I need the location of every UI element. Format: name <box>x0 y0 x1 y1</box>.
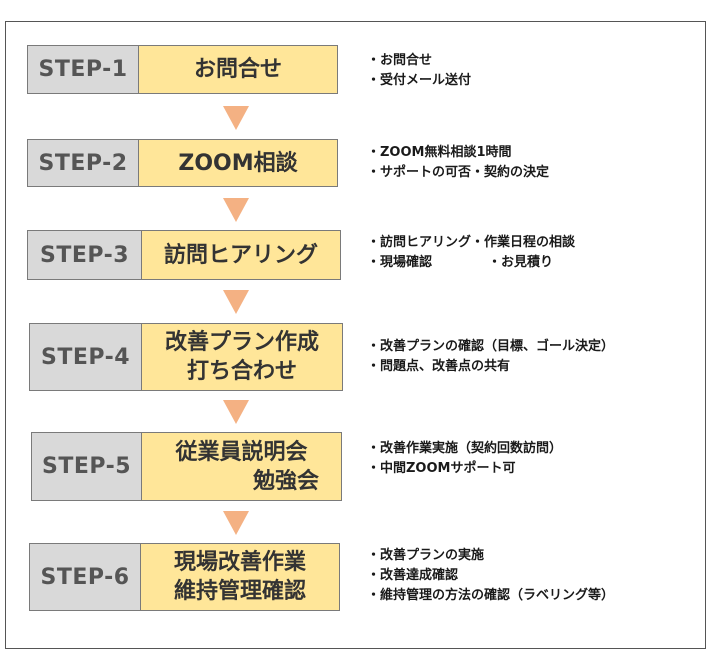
step-5-note: ・改善作業実施（契約回数訪問） <box>367 441 563 456</box>
step-2-box: STEP-2 ZOOM相談 <box>27 139 338 187</box>
down-arrow-icon <box>223 290 249 314</box>
step-2-title-line: ZOOM相談 <box>178 150 298 176</box>
step-2-note: ・ZOOM無料相談1時間 <box>367 145 512 160</box>
step-1-note: ・受付メール送付 <box>367 73 472 88</box>
step-6-title-line: 現場改善作業 <box>173 550 306 575</box>
down-arrow-icon <box>223 511 249 535</box>
step-1-box: STEP-1 お問合せ <box>27 45 338 94</box>
step-4-title-line: 打ち合わせ <box>186 359 297 384</box>
step-3-notes: ・訪問ヒアリング・作業日程の相談 ・現場確認 ・お見積り <box>367 233 575 273</box>
step-1-title: お問合せ <box>139 46 337 93</box>
step-5-notes: ・改善作業実施（契約回数訪問） ・中間ZOOMサポート可 <box>367 439 562 479</box>
step-4-label: STEP-4 <box>30 324 142 390</box>
step-2-label: STEP-2 <box>28 140 139 186</box>
step-6-title-line: 維持管理確認 <box>173 579 306 604</box>
step-6-box: STEP-6 現場改善作業 維持管理確認 <box>29 543 340 611</box>
step-3-note: ・訪問ヒアリング・作業日程の相談 <box>367 235 576 250</box>
step-2-note: ・サポートの可否・契約の決定 <box>367 165 550 180</box>
step-6-note: ・維持管理の方法の確認（ラベリング等） <box>367 588 615 603</box>
step-3-note: ・お見積り <box>488 255 554 270</box>
step-1-title-line: お問合せ <box>193 57 282 82</box>
step-4-title-line: 改善プラン作成 <box>164 330 319 355</box>
step-5-box: STEP-5 従業員説明会 勉強会 <box>31 432 342 501</box>
step-4-note: ・改善プランの確認（目標、ゴール決定） <box>367 339 615 354</box>
step-1-notes: ・お問合せ ・受付メール送付 <box>367 51 471 91</box>
step-5-label: STEP-5 <box>32 433 142 500</box>
step-6-note: ・改善達成確認 <box>367 568 459 583</box>
step-4-notes: ・改善プランの確認（目標、ゴール決定） ・問題点、改善点の共有 <box>367 337 614 377</box>
step-5-title-line: 従業員説明会 <box>175 439 308 465</box>
step-1-note: ・お問合せ <box>367 53 433 68</box>
step-5-title: 従業員説明会 勉強会 <box>142 433 341 500</box>
step-3-title: 訪問ヒアリング <box>142 231 340 279</box>
step-6-title: 現場改善作業 維持管理確認 <box>141 544 339 610</box>
step-2-title: ZOOM相談 <box>139 140 337 186</box>
step-1-label: STEP-1 <box>28 46 139 93</box>
step-6-notes: ・改善プランの実施 ・改善達成確認 ・維持管理の方法の確認（ラベリング等） <box>367 546 614 606</box>
step-6-note: ・改善プランの実施 <box>367 548 485 563</box>
step-6-label: STEP-6 <box>30 544 141 610</box>
step-4-note: ・問題点、改善点の共有 <box>367 359 511 374</box>
down-arrow-icon <box>223 106 249 130</box>
step-3-label: STEP-3 <box>28 231 142 279</box>
step-3-box: STEP-3 訪問ヒアリング <box>27 230 341 280</box>
step-5-note: ・中間ZOOMサポート可 <box>367 461 516 476</box>
step-5-title-line: 勉強会 <box>252 468 319 494</box>
down-arrow-icon <box>223 400 249 424</box>
flow-frame <box>5 21 706 649</box>
step-3-note: ・現場確認 <box>367 255 433 270</box>
step-4-title: 改善プラン作成 打ち合わせ <box>142 324 342 390</box>
step-4-box: STEP-4 改善プラン作成 打ち合わせ <box>29 323 343 391</box>
down-arrow-icon <box>223 198 249 222</box>
step-3-title-line: 訪問ヒアリング <box>163 242 318 268</box>
step-2-notes: ・ZOOM無料相談1時間 ・サポートの可否・契約の決定 <box>367 143 549 183</box>
